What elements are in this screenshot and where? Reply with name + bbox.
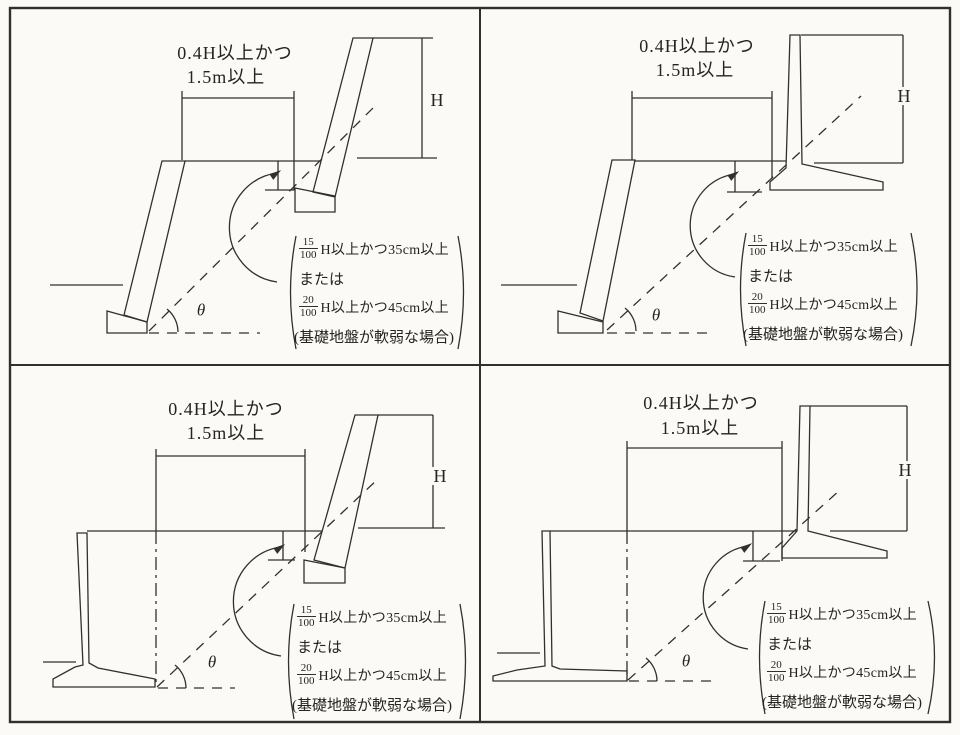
tr-upper-wall (769, 34, 884, 191)
bl-linework (43, 414, 467, 720)
offset-dimension-label-line2: 1.5m以上 (655, 60, 735, 80)
tr-leader-arrowhead-icon (727, 171, 740, 181)
br-note-paren-left (758, 600, 766, 715)
slope-angle-label: θ (651, 305, 661, 325)
br-lower-wall (492, 530, 628, 682)
note-line-4: (基礎地盤が軟弱な場合) (743, 327, 903, 343)
slope-angle-label: θ (681, 651, 691, 671)
wall-height-label: H (428, 90, 446, 110)
tr-leader-arc (689, 173, 736, 278)
tr-angle-arc (624, 307, 637, 332)
tr-lower-wall-footing (557, 310, 604, 334)
wall-height-label: H (896, 460, 914, 480)
tr-note-paren-right (910, 232, 918, 347)
br-upper-wall (781, 405, 888, 559)
tl-linework (50, 37, 465, 350)
tl-note-paren-left (289, 235, 297, 350)
tr-note-paren-left (739, 232, 747, 347)
tl-upper-wall-footing (294, 187, 336, 213)
br-leader-arc (702, 545, 749, 650)
slope-angle-label: θ (196, 300, 206, 320)
bl-angle-arc (174, 664, 187, 689)
note-line-2: または (297, 640, 343, 656)
offset-dimension-label-line1: 0.4H以上かつ (643, 393, 759, 413)
offset-dimension-label-line2: 1.5m以上 (186, 67, 266, 87)
wall-height-label: H (895, 86, 913, 106)
bl-lower-wall (52, 532, 156, 688)
bl-virtual-slope-dashed-line (156, 477, 380, 688)
note-line-4: (基礎地盤が軟弱な場合) (762, 695, 922, 711)
bl-upper-wall (313, 414, 379, 569)
tr-linework (501, 34, 918, 347)
note-line-2: または (748, 269, 794, 285)
bl-note-paren-left (287, 603, 295, 720)
br-virtual-slope-dashed-line (627, 489, 841, 681)
tr-lower-wall (579, 159, 636, 322)
offset-dimension-label-line1: 0.4H以上かつ (177, 43, 293, 63)
note-line-2: または (299, 272, 345, 288)
tl-note-paren-right (457, 235, 465, 350)
wall-height-label: H (431, 466, 449, 486)
bl-leader-arrowhead-icon (273, 544, 286, 554)
offset-dimension-label-line1: 0.4H以上かつ (168, 399, 284, 419)
note-line-4: (基礎地盤が軟弱な場合) (294, 330, 454, 346)
slope-angle-label: θ (207, 652, 217, 672)
tr-virtual-slope-dashed-line (606, 95, 862, 331)
tl-leader-arc (228, 172, 278, 283)
tl-lower-wall (123, 160, 186, 323)
br-leader-arrowhead-icon (740, 543, 753, 553)
bl-leader-arc (232, 546, 282, 657)
bl-note-paren-right (459, 603, 467, 720)
note-line-2: または (767, 637, 813, 653)
tl-upper-wall (312, 37, 374, 198)
offset-dimension-label-line2: 1.5m以上 (660, 418, 740, 438)
note-line-4: (基礎地盤が軟弱な場合) (292, 698, 452, 714)
tl-angle-arc (166, 308, 179, 333)
tl-lower-wall-footing (106, 310, 148, 334)
offset-dimension-label-line1: 0.4H以上かつ (639, 36, 755, 56)
br-note-paren-right (927, 600, 936, 715)
bl-upper-wall-footing (303, 559, 346, 584)
offset-dimension-label-line2: 1.5m以上 (186, 423, 266, 443)
tl-leader-arrowhead-icon (269, 170, 282, 180)
br-angle-arc (645, 657, 658, 682)
